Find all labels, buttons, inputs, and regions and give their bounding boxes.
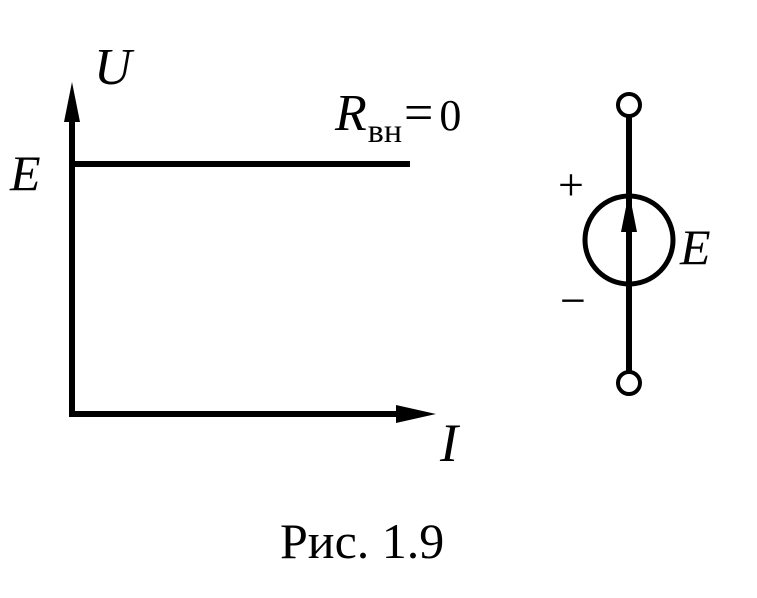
figure-caption: Рис. 1.9 (280, 513, 445, 569)
source-label: E (680, 219, 711, 275)
x-axis-arrowhead (396, 405, 436, 423)
bottom-terminal (616, 370, 642, 396)
resistance-subscript: вн (367, 113, 403, 150)
source-arrowhead (621, 192, 637, 232)
y-level-label: E (10, 145, 41, 201)
minus-sign: − (560, 275, 586, 326)
y-axis-arrowhead (64, 82, 80, 122)
top-terminal (616, 92, 642, 118)
y-axis-label: U (94, 39, 132, 96)
x-axis-label: I (440, 413, 458, 473)
resistance-label: Rвн=0 (335, 85, 462, 149)
resistance-value: 0 (439, 91, 462, 140)
equals-sign: = (404, 85, 434, 142)
resistance-symbol: R (335, 85, 367, 142)
plus-sign: + (558, 159, 584, 210)
